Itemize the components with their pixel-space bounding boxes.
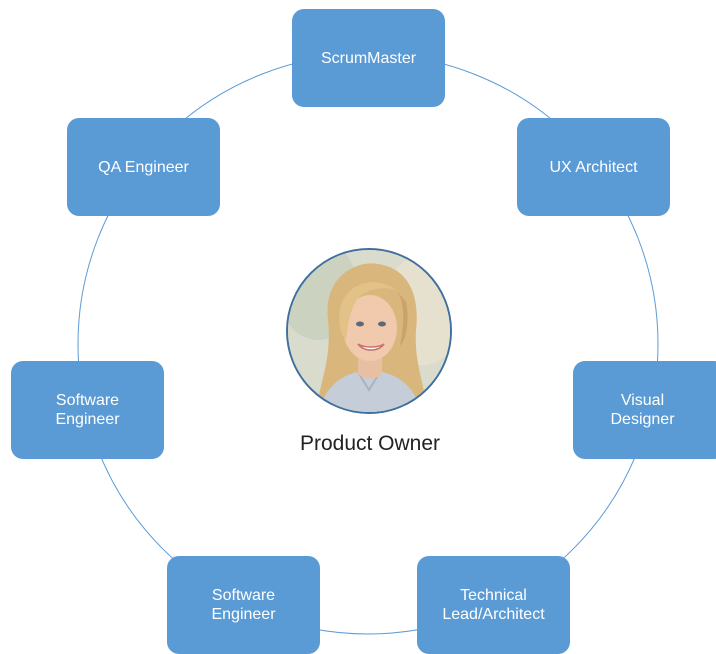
role-label-line-1: Technical	[460, 587, 527, 604]
role-label-line-2: Designer	[610, 411, 675, 428]
role-label-line-2: Lead/Architect	[442, 606, 545, 623]
role-label: ScrumMaster	[320, 49, 417, 67]
product-owner-avatar	[286, 248, 452, 414]
role-label: UX Architect	[549, 158, 638, 176]
role-box-ux-architect: UX Architect	[517, 118, 670, 216]
role-box-visual-designer: Visual Designer	[573, 361, 716, 459]
product-owner-label: Product Owner	[299, 432, 441, 455]
role-box-technical-lead: Technical Lead/Architect	[417, 556, 570, 654]
role-box-scrum-master: ScrumMaster	[292, 9, 445, 107]
person-photo-icon	[288, 250, 450, 412]
role-label-line-2: Engineer	[55, 411, 120, 428]
role-box-software-engineer-left: Software Engineer	[11, 361, 164, 459]
product-owner: Product Owner	[270, 248, 470, 468]
role-label-line-1: Software	[55, 392, 120, 409]
role-box-software-engineer-bottom: Software Engineer	[167, 556, 320, 654]
role-label-line-1: Software	[211, 587, 276, 604]
role-box-qa-engineer: QA Engineer	[67, 118, 220, 216]
role-label: QA Engineer	[98, 158, 189, 176]
role-label-line-2: Engineer	[211, 606, 276, 623]
role-label-line-1: Visual	[620, 392, 665, 409]
